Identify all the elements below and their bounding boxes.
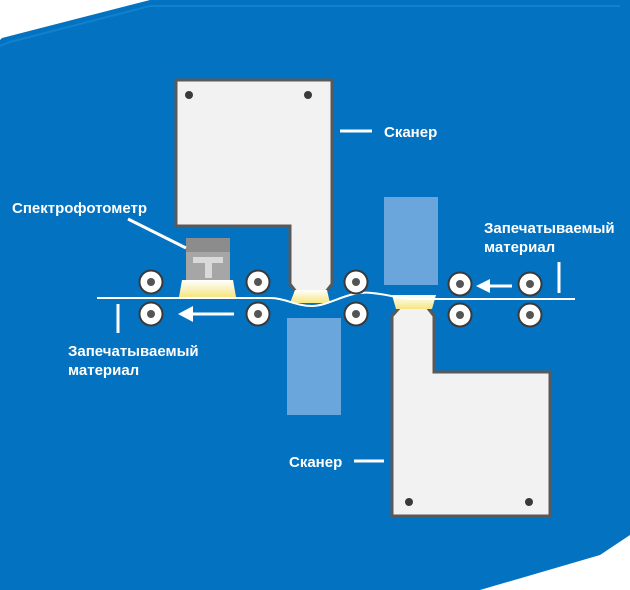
light-beam-bottom-left bbox=[287, 318, 341, 415]
printed-material-line bbox=[97, 291, 575, 308]
roller-icon bbox=[138, 301, 164, 327]
light-beam-top-right bbox=[384, 197, 438, 285]
label-material-right-line2: материал bbox=[484, 239, 555, 256]
leader-spectrophotometer bbox=[127, 217, 187, 250]
roller-icon bbox=[517, 302, 543, 328]
roller-icon bbox=[343, 301, 369, 327]
label-scanner-top: Сканер bbox=[384, 124, 437, 141]
roller-icon bbox=[517, 271, 543, 297]
roller-icon bbox=[343, 269, 369, 295]
roller-icon bbox=[245, 301, 271, 327]
left-arrow-icon bbox=[476, 279, 512, 293]
scanner-top-light-spot bbox=[290, 290, 330, 303]
roller-group bbox=[138, 269, 543, 328]
label-material-right-line1: Запечатываемый bbox=[484, 220, 615, 237]
scanner-bottom-body bbox=[390, 305, 552, 518]
label-material-left-line1: Запечатываемый bbox=[68, 343, 199, 360]
roller-icon bbox=[138, 269, 164, 295]
left-arrow-icon bbox=[178, 306, 234, 322]
roller-icon bbox=[447, 302, 473, 328]
background-panel-outline bbox=[0, 5, 620, 47]
label-scanner-bottom: Сканер bbox=[289, 454, 342, 471]
label-spectrophotometer: Спектрофотометр bbox=[12, 200, 147, 217]
scanner-bottom-screw-left bbox=[405, 498, 413, 506]
label-material-left-line2: материал bbox=[68, 362, 139, 379]
scanner-top-screw-left bbox=[185, 91, 193, 99]
roller-icon bbox=[245, 269, 271, 295]
scanner-bottom-screw-right bbox=[525, 498, 533, 506]
scanner-top-screw-right bbox=[304, 91, 312, 99]
roller-icon bbox=[447, 271, 473, 297]
spectrophotometer bbox=[179, 238, 236, 297]
